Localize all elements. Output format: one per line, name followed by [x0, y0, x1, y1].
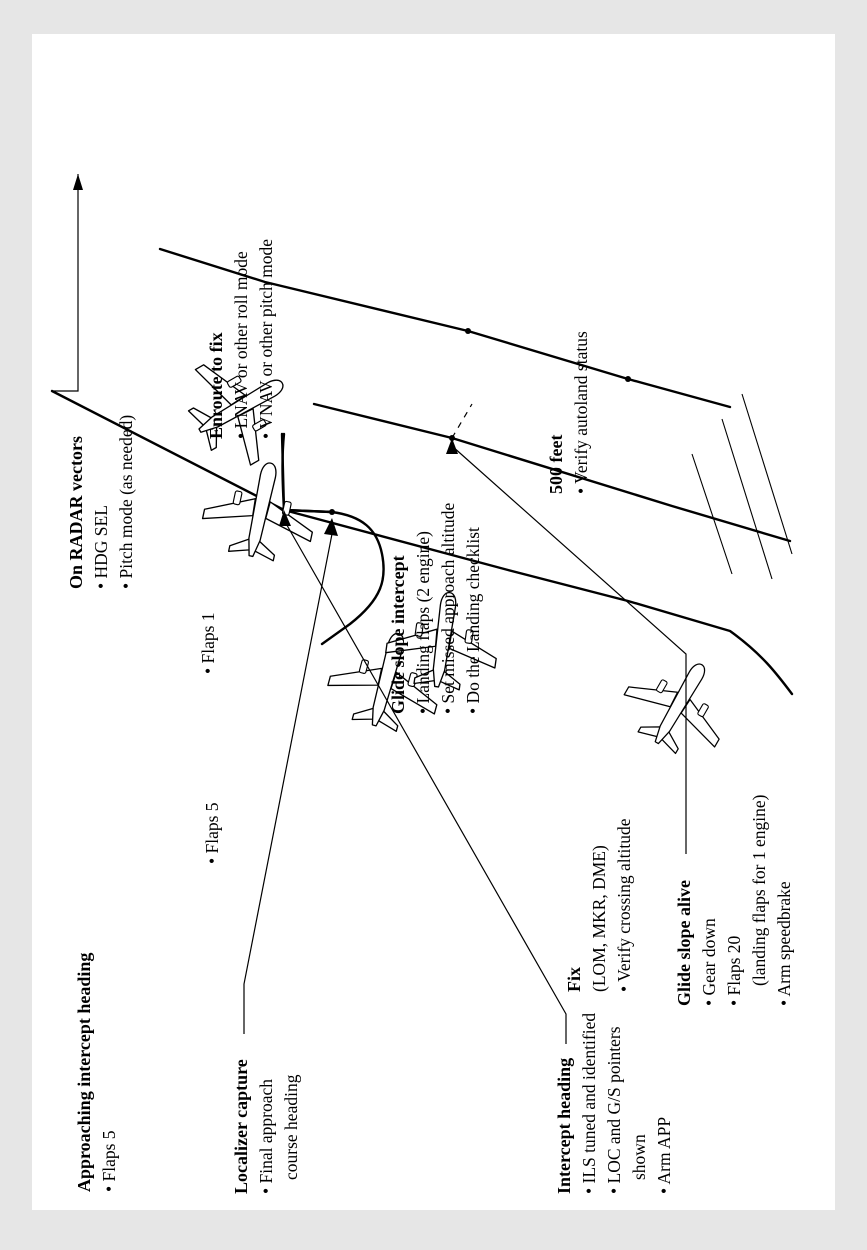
- enroute-item-1: • LNAV or other roll mode: [231, 251, 251, 439]
- flaps5-dot: [465, 328, 471, 334]
- intercept-item-4: • Arm APP: [654, 1117, 674, 1194]
- intercept-title: Intercept heading: [554, 1058, 574, 1194]
- gs-intercept-item-2: • Set missed approach altitude: [438, 503, 458, 714]
- fix-item-2: • Verify crossing altitude: [614, 818, 634, 992]
- gs-alive-item-1: • Gear down: [699, 918, 719, 1006]
- leader-gs-alive: [451, 445, 687, 854]
- arrow-localizer: [324, 518, 338, 536]
- callout-localizer: Localizer capture • Final approach cours…: [231, 1059, 301, 1194]
- gs-alive-item-3: (landing flaps for 1 engine): [749, 794, 769, 986]
- callout-500-feet: 500 feet • Verify autoland status: [546, 331, 591, 494]
- gs-alive-title: Glide slope alive: [674, 880, 694, 1006]
- fix-title: Fix: [564, 967, 584, 992]
- callout-approaching: Approaching intercept heading • Flaps 5: [74, 953, 119, 1192]
- intercept-item-2: • LOC and G/S pointers: [604, 1026, 624, 1194]
- gs-intercept-title: Glide slope intercept: [388, 555, 408, 714]
- radar-vector-path: [50, 389, 794, 696]
- fix-crossline: [451, 403, 473, 439]
- flaps1-label: • Flaps 1: [198, 612, 218, 674]
- callout-gs-alive: Glide slope alive • Gear down • Flaps 20…: [674, 794, 794, 1006]
- approach-diagram: On RADAR vectors • HDG SEL • Pitch mode …: [50, 174, 794, 1194]
- callout-flaps5: • Flaps 5: [202, 802, 222, 864]
- arrow-radar: [73, 174, 83, 190]
- gs-intercept-item-1: • Landing flaps (2 engine): [413, 531, 433, 714]
- feet500-item-1: • Verify autoland status: [571, 331, 591, 494]
- leader-radar: [52, 174, 79, 392]
- gs-alive-item-2: • Flaps 20: [724, 935, 744, 1006]
- final-approach-path: [280, 432, 334, 514]
- airplane-icon: [610, 637, 748, 770]
- callout-intercept: Intercept heading • ILS tuned and identi…: [554, 1013, 674, 1194]
- feet500-title: 500 feet: [546, 435, 566, 494]
- enroute-title: Enroute to fix: [206, 332, 226, 439]
- intercept-item-3: shown: [629, 1134, 649, 1180]
- final-course: [281, 432, 286, 512]
- glide-slope-path: [312, 402, 792, 543]
- radar-item-1: • HDG SEL: [91, 505, 111, 589]
- flaps5-label: • Flaps 5: [202, 802, 222, 864]
- callout-radar: On RADAR vectors • HDG SEL • Pitch mode …: [66, 415, 136, 589]
- radar-item-2: • Pitch mode (as needed): [116, 415, 136, 589]
- gs-alive-item-4: • Arm speedbrake: [774, 881, 794, 1006]
- callout-fix: Fix (LOM, MKR, DME) • Verify crossing al…: [564, 818, 634, 992]
- flaps1-dot: [625, 376, 631, 382]
- leader-localizer: [243, 533, 333, 1034]
- localizer-item-1: • Final approach: [256, 1079, 276, 1194]
- callout-gs-intercept: Glide slope intercept • Landing flaps (2…: [388, 503, 483, 714]
- approaching-title: Approaching intercept heading: [74, 953, 94, 1192]
- leader-intercept: [283, 519, 567, 1044]
- arrow-intercept: [279, 510, 291, 526]
- radar-title: On RADAR vectors: [66, 436, 86, 589]
- localizer-dot: [329, 509, 335, 515]
- gs-intercept-item-3: • Do the Landing checklist: [463, 527, 483, 714]
- intercept-item-1: • ILS tuned and identified: [579, 1013, 599, 1194]
- diagram-panel: On RADAR vectors • HDG SEL • Pitch mode …: [32, 34, 835, 1210]
- airplane-icon: [196, 450, 326, 569]
- callout-flaps1: • Flaps 1: [198, 612, 218, 674]
- enroute-item-2: • VNAV or other pitch mode: [256, 239, 276, 439]
- runway: [691, 393, 793, 580]
- localizer-item-2: course heading: [281, 1074, 301, 1180]
- arrow-gs-alive: [446, 438, 458, 454]
- approaching-item-1: • Flaps 5: [99, 1130, 119, 1192]
- fix-item-1: (LOM, MKR, DME): [589, 845, 609, 992]
- turn-path: [282, 508, 385, 646]
- callout-enroute: Enroute to fix • LNAV or other roll mode…: [206, 239, 276, 439]
- localizer-title: Localizer capture: [231, 1059, 251, 1194]
